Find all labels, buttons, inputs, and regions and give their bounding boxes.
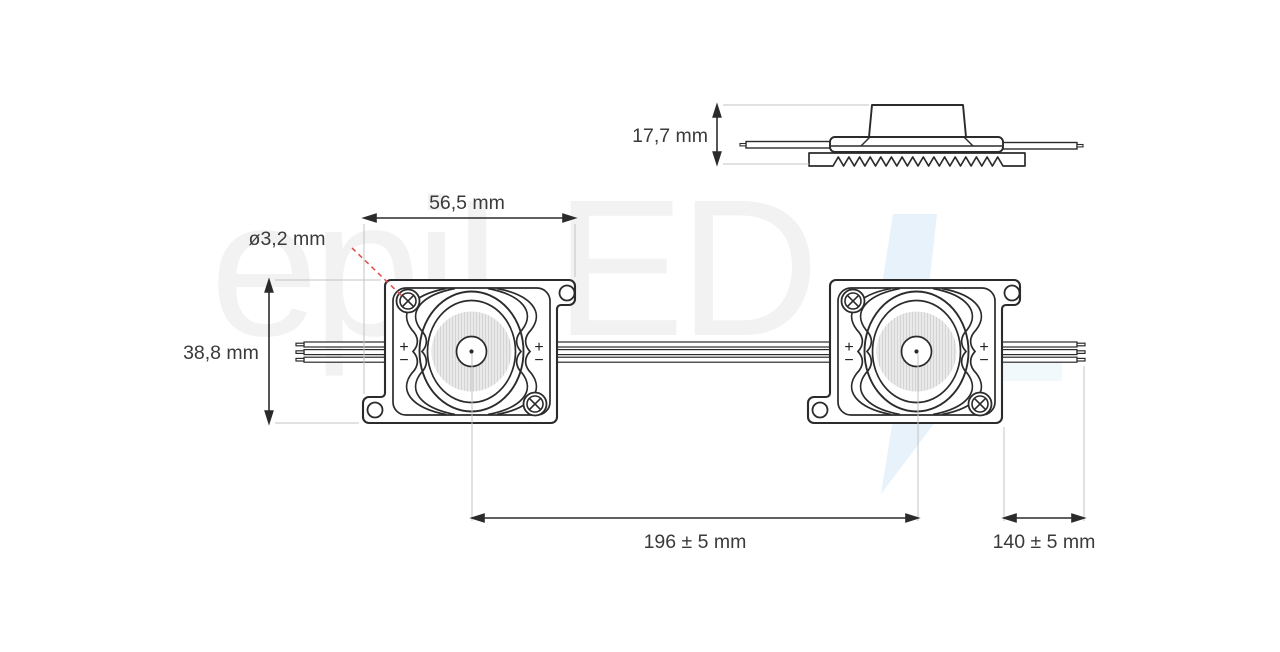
side-wire-pin-left <box>739 142 747 147</box>
label-wire-length: 140 ± 5 mm <box>993 531 1096 553</box>
led-module-left <box>361 278 577 425</box>
arrowhead <box>469 513 485 523</box>
arrowhead <box>712 102 722 118</box>
led-module-right <box>806 278 1022 425</box>
side-wire-left <box>745 140 831 149</box>
wire <box>554 349 833 356</box>
wire <box>554 356 833 363</box>
arrowhead <box>264 277 274 293</box>
side-view <box>739 104 1084 167</box>
label-hole-diameter: ø3,2 mm <box>249 228 326 250</box>
arrowhead <box>1001 513 1017 523</box>
wire <box>303 349 387 356</box>
wire-pin <box>1076 342 1086 347</box>
arrowhead <box>905 513 921 523</box>
wire-pin <box>295 342 305 347</box>
arrowhead <box>1071 513 1087 523</box>
wire-pin <box>1076 350 1086 354</box>
wire <box>999 356 1078 363</box>
side-wire-right <box>1002 141 1078 150</box>
label-module-width: 56,5 mm <box>429 192 505 214</box>
hole-leader-line <box>351 247 405 299</box>
wire <box>554 341 833 348</box>
wire <box>999 349 1078 356</box>
dimension-lines <box>264 102 1087 523</box>
wire <box>303 341 387 348</box>
wire-pin <box>295 350 305 354</box>
dimension-labels: 56,5 mm ø3,2 mm 38,8 mm 17,7 mm 196 ± 5 … <box>183 125 1095 553</box>
arrowhead <box>264 410 274 426</box>
label-module-thickness: 17,7 mm <box>632 125 708 147</box>
side-body <box>829 136 1004 153</box>
extension-lines <box>275 104 1085 521</box>
wire <box>999 341 1078 348</box>
side-lens-bevel-right <box>963 136 974 147</box>
wire <box>303 356 387 363</box>
arrowhead <box>361 213 377 223</box>
wire-pin <box>295 357 305 362</box>
wire-pin <box>1076 357 1086 362</box>
side-adhesive-plate <box>808 152 1026 167</box>
label-module-spacing: 196 ± 5 mm <box>644 531 747 553</box>
label-module-height: 38,8 mm <box>183 342 259 364</box>
side-lens-bevel-left <box>860 136 871 147</box>
brand-accent-shape <box>1002 363 1062 381</box>
side-lens-block <box>868 104 967 138</box>
arrowhead <box>712 151 722 167</box>
arrowhead <box>562 213 578 223</box>
side-wire-pin-right <box>1076 143 1084 148</box>
